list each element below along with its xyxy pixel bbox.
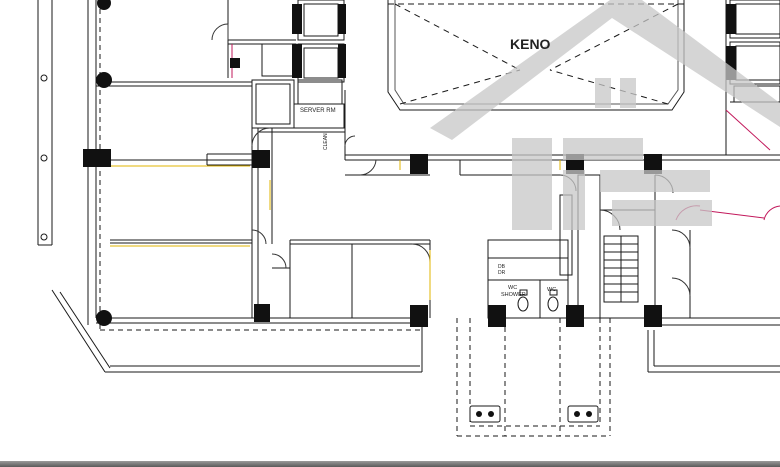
dr-label: DR [498,270,506,276]
wc-shower-label-1: WC [508,285,517,291]
floor-drains [469,405,599,423]
server-room-label: SERVER RM [300,108,336,114]
keno-label: KENO [510,36,551,52]
db-label: DB [498,264,506,270]
wc-shower-label-2: SHOWER [501,292,526,298]
staircase [599,209,656,319]
bottom-bar [0,461,780,467]
drain-holes [476,411,592,417]
watermark [430,0,780,230]
lift-shafts-left [297,0,345,83]
left-wall-circles [40,74,48,241]
wc-label: WC [547,287,556,293]
toilet-block [487,174,601,319]
left-exterior-wall [37,0,423,373]
yellow-marks [110,160,561,300]
clean-label: CLEAN [323,133,329,150]
